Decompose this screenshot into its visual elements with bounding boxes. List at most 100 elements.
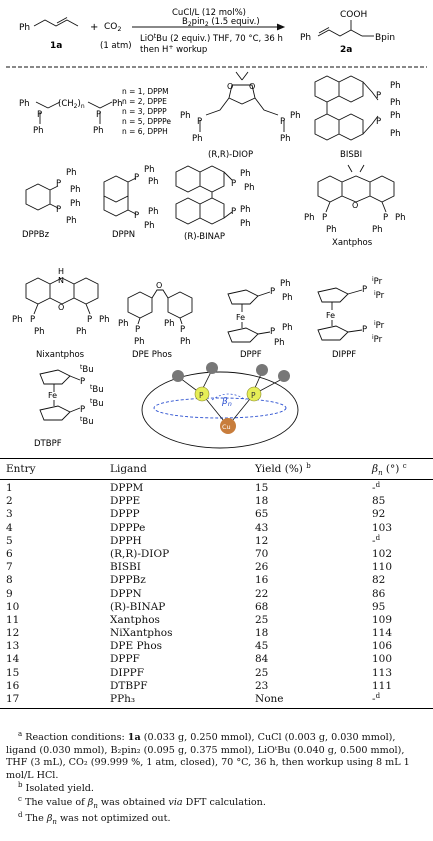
bisbi-ph-4: Ph <box>390 129 401 139</box>
table-header: Entry Ligand Yield (%) b βn (°) c <box>0 459 433 479</box>
cell-yield: None <box>255 693 284 705</box>
dpephos-ph-1: Ph <box>118 319 129 329</box>
cell-entry: 4 <box>6 521 13 534</box>
cell-beta-value: 110 <box>372 561 393 574</box>
cell-beta-value: 100 <box>372 653 393 666</box>
table-row: 7 BISBI 26 110 <box>0 561 433 574</box>
cell-beta: 113 <box>372 667 432 680</box>
xantphos-label: Xantphos <box>332 238 373 248</box>
binap-ph-4: Ph <box>240 219 251 229</box>
cell-beta-value: 95 <box>372 600 386 613</box>
nixantphos-ph-1: Ph <box>12 315 23 325</box>
dippf-p-bottom: P <box>362 325 367 335</box>
dppbz-ph-3: Ph <box>70 199 81 209</box>
nixantphos-p-left: P <box>30 315 35 325</box>
product-ph: Ph <box>300 33 311 43</box>
cell-yield: 26 <box>255 561 269 574</box>
cell-beta: 102 <box>372 548 432 561</box>
n-entry-2: n = 2, DPPE <box>122 97 167 106</box>
nixantphos-p-right: P <box>87 315 92 325</box>
dippf-ipr-2: iPr <box>374 290 385 301</box>
dppf-label: DPPF <box>240 350 262 360</box>
nixantphos-ph-3: Ph <box>76 327 87 337</box>
dpephos-ph-3: Ph <box>164 319 175 329</box>
dtbpf-tbu-1: tBu <box>80 364 94 375</box>
nixantphos-ph-4: Ph <box>99 315 110 325</box>
cell-beta-value: 102 <box>372 547 393 560</box>
cell-beta-value: 103 <box>372 521 393 534</box>
chain-label: (CH2)n <box>58 99 85 110</box>
cell-entry: 7 <box>6 561 13 574</box>
bisbi-ph-1: Ph <box>390 81 401 91</box>
cell-ligand: PPh₃ <box>110 693 136 705</box>
dppf-p-top: P <box>270 287 275 297</box>
cell-yield: 15 <box>255 482 269 494</box>
diop-o-left: O <box>227 82 233 91</box>
cell-ligand: DPPBz <box>110 574 146 587</box>
xantphos-p-right: P <box>383 213 388 223</box>
n-entry-5: n = 6, DPPH <box>122 127 168 136</box>
cell-entry: 16 <box>6 679 20 692</box>
cell-beta-footnote: d <box>375 533 381 542</box>
cell-ligand: DPPE <box>110 495 141 508</box>
cell-beta: 103 <box>372 522 432 535</box>
cell-beta-footnote: d <box>375 692 381 700</box>
dpephos-ph-4: Ph <box>180 337 191 347</box>
cell-beta-value: - <box>372 534 376 547</box>
dtbpf-tbu-2: tBu <box>90 384 104 395</box>
diop-p-left: P <box>197 117 202 127</box>
binap-p-top: P <box>231 179 236 189</box>
dippf-label: DIPPF <box>332 350 356 360</box>
xantphos-ph-3: Ph <box>372 225 383 235</box>
cell-entry: 10 <box>6 600 20 613</box>
cell-yield: 25 <box>255 666 269 679</box>
cell-beta: -d <box>372 482 432 495</box>
reaction-scheme: Ph 1a + CO2 (1 atm) CuCl/L (12 mol%) B2p… <box>6 8 427 449</box>
diop-ph-2: Ph <box>192 134 203 144</box>
dppf-fe: Fe <box>236 313 245 322</box>
dppn-ph-4: Ph <box>144 221 155 231</box>
bite-p-right: P <box>251 391 256 400</box>
dppf-ph-1: Ph <box>280 279 291 289</box>
cell-beta: 114 <box>372 627 432 640</box>
cooh-label: COOH <box>340 10 367 20</box>
cell-beta-value: 114 <box>372 627 393 640</box>
dppbz-p-top: P <box>56 179 61 189</box>
cell-beta-value: - <box>372 482 376 494</box>
n-entry-4: n = 5, DPPPe <box>122 117 171 126</box>
dppf-p-bottom: P <box>270 327 275 337</box>
dppm-ph-bottom-right: Ph <box>93 126 104 136</box>
dppm-p-right: P <box>96 110 101 120</box>
dtbpf-p-bottom: P <box>80 405 85 415</box>
cell-beta: 106 <box>372 640 432 653</box>
cell-entry: 5 <box>6 534 13 547</box>
dppn-p-bottom: P <box>134 211 139 221</box>
cell-ligand: BISBI <box>110 561 141 574</box>
cell-beta: -d <box>372 533 432 548</box>
cell-entry: 13 <box>6 640 20 653</box>
header-beta: βn (°) c <box>372 462 407 478</box>
table-bottom-rule <box>0 708 433 710</box>
diop-ph-3: Ph <box>290 111 301 121</box>
cell-beta-value: 109 <box>372 613 393 626</box>
dppf-ph-4: Ph <box>274 338 285 348</box>
cell-beta-value: 111 <box>372 679 393 692</box>
bite-beta-label: βn <box>221 397 232 408</box>
footnote-a: a Reaction conditions: 1a (0.033 g, 0.25… <box>6 730 410 781</box>
nixantphos-n: N <box>58 276 64 285</box>
cell-entry: 12 <box>6 627 20 640</box>
cell-beta-value: 92 <box>372 508 386 521</box>
xantphos-ph-2: Ph <box>326 225 337 235</box>
cell-ligand: (R,R)-DIOP <box>110 547 170 560</box>
dppn-ph-3: Ph <box>148 207 159 217</box>
dtbpf-tbu-4: tBu <box>80 416 94 427</box>
cell-entry: 8 <box>6 574 13 587</box>
